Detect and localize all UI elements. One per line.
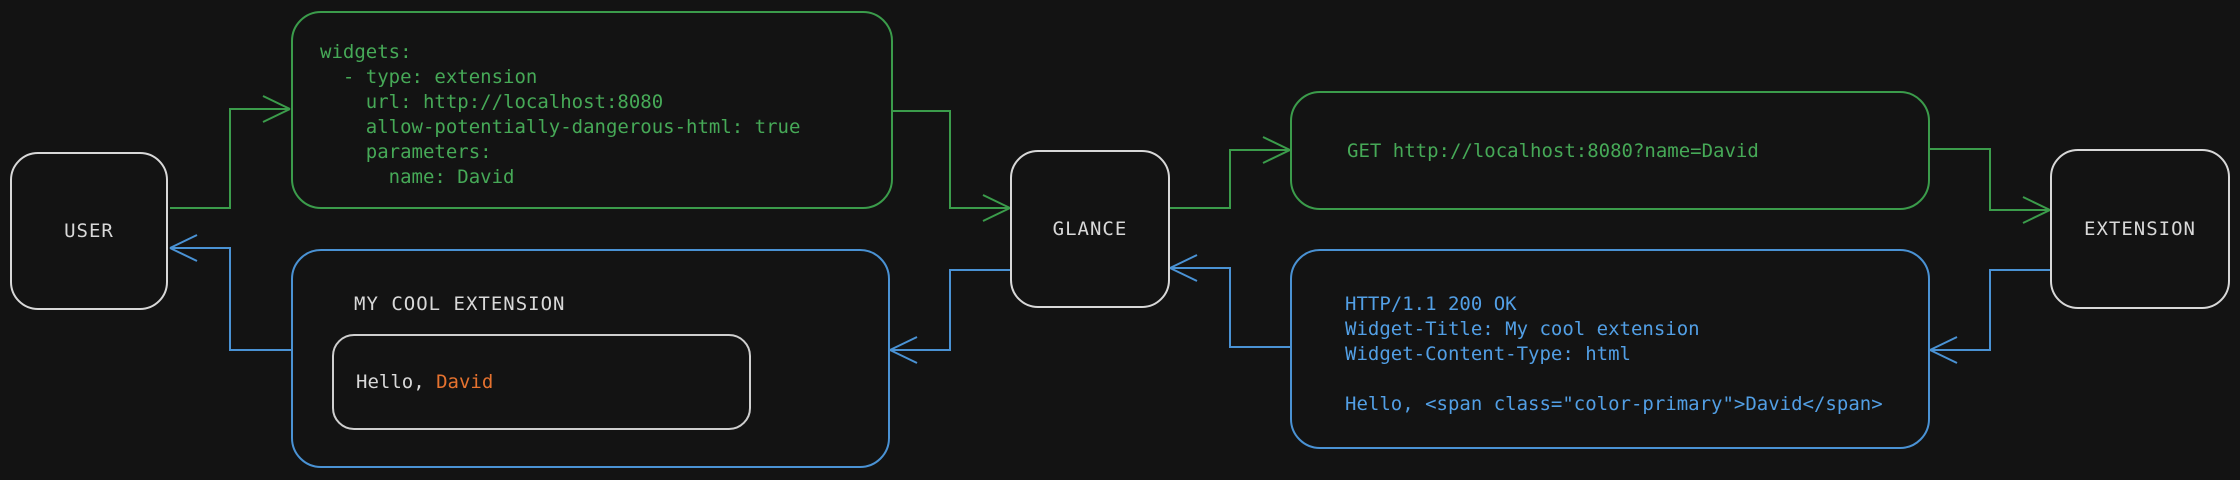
flow-config-to-glance-arrow	[893, 110, 1011, 222]
config-yaml-box: widgets: - type: extension url: http://l…	[291, 11, 893, 209]
config-line: - type: extension	[320, 66, 538, 88]
user-node: USER	[10, 152, 168, 310]
response-line: Hello, <span class="color-primary">David…	[1345, 393, 1883, 415]
config-line: parameters:	[320, 141, 492, 163]
flow-response-to-glance-arrow	[1169, 254, 1290, 348]
widget-title: MY COOL EXTENSION	[354, 293, 566, 315]
flow-user-to-config-arrow	[170, 95, 291, 209]
response-line	[1345, 367, 1883, 392]
widget-preview-box: MY COOL EXTENSION Hello, David	[291, 249, 890, 468]
extension-node: EXTENSION	[2050, 149, 2230, 309]
config-line: allow-potentially-dangerous-html: true	[320, 116, 801, 138]
response-line: HTTP/1.1 200 OK	[1345, 293, 1517, 315]
config-line: widgets:	[320, 41, 412, 63]
http-response-box: HTTP/1.1 200 OK Widget-Title: My cool ex…	[1290, 249, 1930, 449]
extension-node-label: EXTENSION	[2084, 218, 2196, 240]
config-line: name: David	[320, 166, 515, 188]
glance-node-label: GLANCE	[1052, 218, 1128, 240]
widget-greeting-card: Hello, David	[332, 334, 751, 430]
response-line: Widget-Title: My cool extension	[1345, 318, 1700, 340]
config-yaml-code: widgets: - type: extension url: http://l…	[320, 40, 800, 190]
greeting-prefix: Hello,	[356, 371, 437, 393]
response-line: Widget-Content-Type: html	[1345, 343, 1631, 365]
flow-extension-to-response-arrow	[1929, 269, 2050, 364]
http-response-code: HTTP/1.1 200 OK Widget-Title: My cool ex…	[1345, 292, 1883, 417]
flow-widget-to-user-arrow	[169, 234, 291, 351]
http-request-box: GET http://localhost:8080?name=David	[1290, 91, 1930, 210]
flow-glance-to-widget-arrow	[889, 269, 1010, 364]
greeting-name: David	[436, 371, 494, 393]
config-line: url: http://localhost:8080	[320, 91, 664, 113]
http-request-text: GET http://localhost:8080?name=David	[1347, 139, 1759, 162]
glance-node: GLANCE	[1010, 150, 1170, 308]
flow-glance-to-request-arrow	[1170, 136, 1291, 209]
flow-request-to-extension-arrow	[1930, 148, 2051, 224]
user-node-label: USER	[64, 220, 114, 242]
